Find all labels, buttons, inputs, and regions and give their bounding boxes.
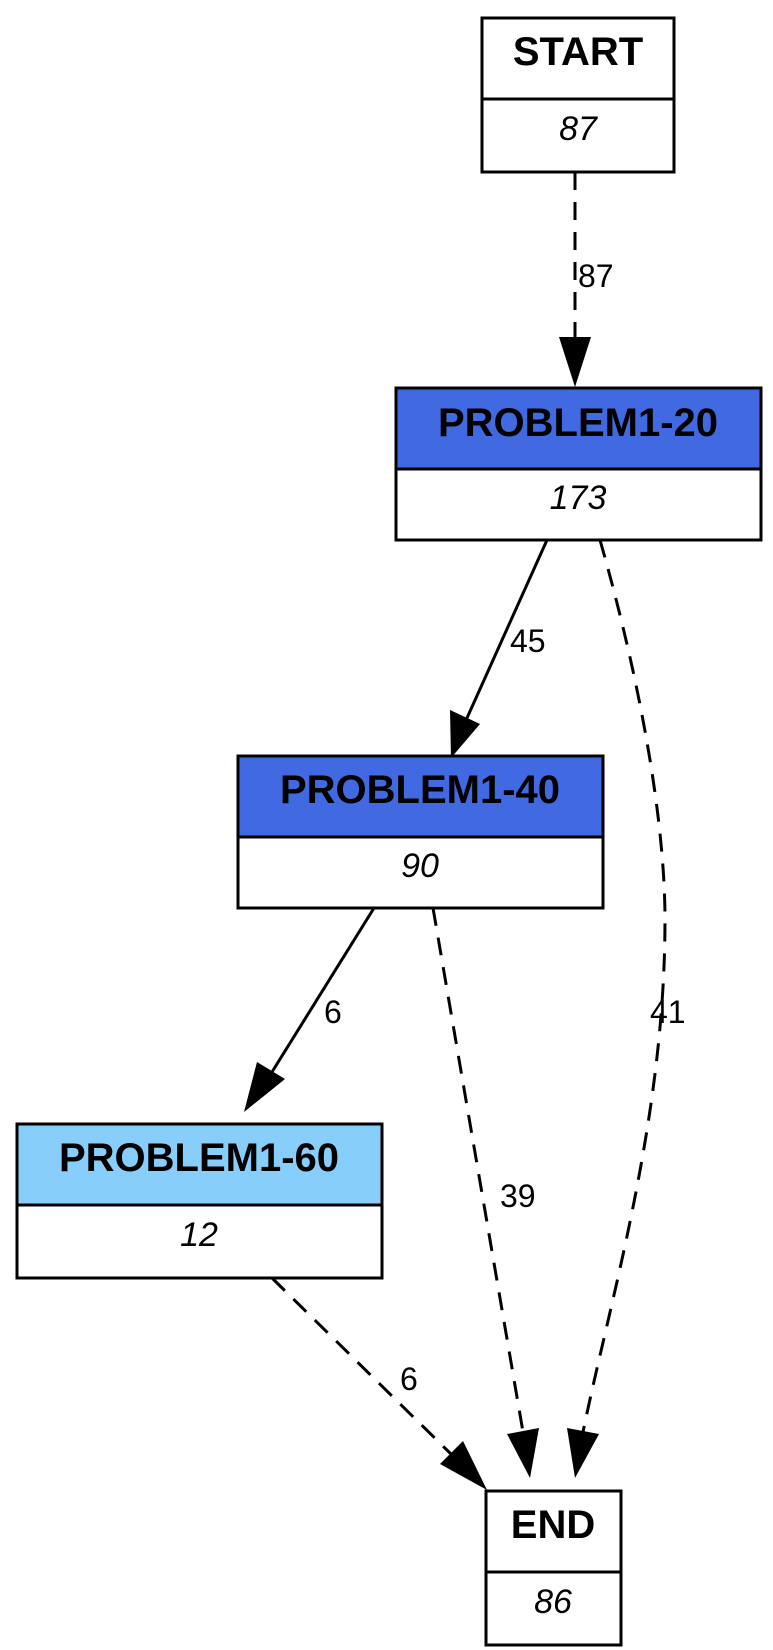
edge-label-p40-p60: 6 xyxy=(324,994,342,1030)
edge-start-to-problem1-20: 87 xyxy=(559,172,614,387)
node-problem1-40-header xyxy=(236,754,605,839)
node-problem1-60-header xyxy=(15,1122,384,1207)
node-start: START 87 xyxy=(480,16,676,174)
node-problem1-20-title: PROBLEM1-20 xyxy=(438,401,718,445)
edge-label-p20-p40: 45 xyxy=(510,623,546,659)
node-start-title: START xyxy=(513,30,643,74)
edge-problem1-20-to-problem1-40: 45 xyxy=(450,539,549,758)
node-start-count: 87 xyxy=(559,110,598,148)
node-end-header xyxy=(484,1489,623,1574)
node-problem1-60-count: 12 xyxy=(180,1216,218,1254)
edge-problem1-60-to-end: 6 xyxy=(270,1276,487,1490)
edge-label-start-p20: 87 xyxy=(578,258,614,294)
edge-label-p40-end: 39 xyxy=(500,1178,536,1214)
node-end: END 86 xyxy=(484,1489,623,1647)
edge-label-p20-end: 41 xyxy=(650,994,686,1030)
edge-problem1-40-to-end: 39 xyxy=(431,907,539,1478)
edge-label-p60-end: 6 xyxy=(400,1361,418,1397)
edge-problem1-20-to-end: 41 xyxy=(567,539,686,1478)
node-problem1-20-count: 173 xyxy=(550,479,607,517)
node-problem1-20: PROBLEM1-20 173 xyxy=(394,386,763,542)
node-problem1-40-title: PROBLEM1-40 xyxy=(280,768,560,812)
node-end-title: END xyxy=(511,1503,595,1547)
node-problem1-60-title: PROBLEM1-60 xyxy=(59,1136,339,1180)
node-problem1-60: PROBLEM1-60 12 xyxy=(15,1122,384,1280)
edge-problem1-40-to-problem1-60: 6 xyxy=(244,907,376,1112)
node-problem1-40-count: 90 xyxy=(401,847,439,885)
node-end-count: 86 xyxy=(534,1583,572,1621)
node-problem1-40: PROBLEM1-40 90 xyxy=(236,754,605,910)
